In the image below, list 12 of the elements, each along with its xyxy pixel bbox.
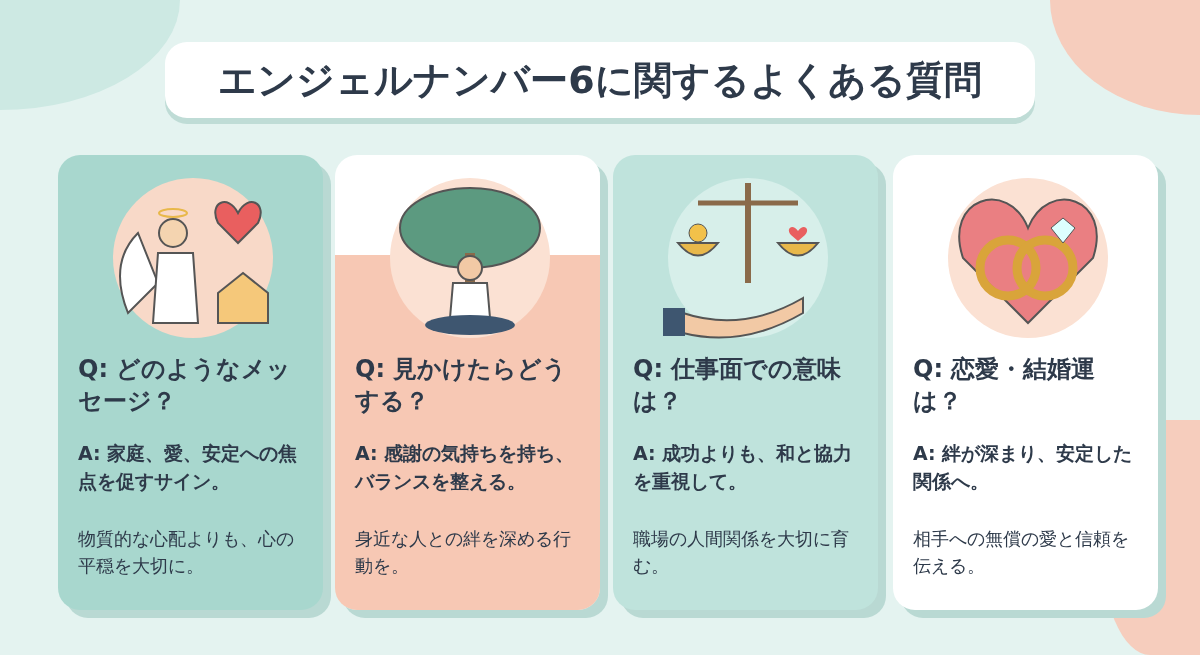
advice-text: 相手への無償の愛と信頼を伝える。 <box>913 527 1130 578</box>
question-heading: Q: 仕事面での意味は？ <box>633 354 843 418</box>
answer-text: A: 絆が深まり、安定した関係へ。 <box>913 441 1134 494</box>
advice-text: 物質的な心配よりも、心の平穏を大切に。 <box>78 527 295 578</box>
advice-text: 職場の人間関係を大切に育む。 <box>633 527 850 578</box>
question-heading: Q: どのようなメッセージ？ <box>78 354 293 418</box>
question-heading: Q: 恋愛・結婚運は？ <box>913 354 1097 418</box>
answer-text: A: 家庭、愛、安定への焦点を促すサイン。 <box>78 441 299 494</box>
question-heading: Q: 見かけたらどうする？ <box>355 354 569 418</box>
advice-text: 身近な人との絆を深める行動を。 <box>355 527 572 578</box>
answer-text: A: 感謝の気持ちを持ち、バランスを整える。 <box>355 441 576 494</box>
answer-text: A: 成功よりも、和と協力を重視して。 <box>633 441 854 494</box>
